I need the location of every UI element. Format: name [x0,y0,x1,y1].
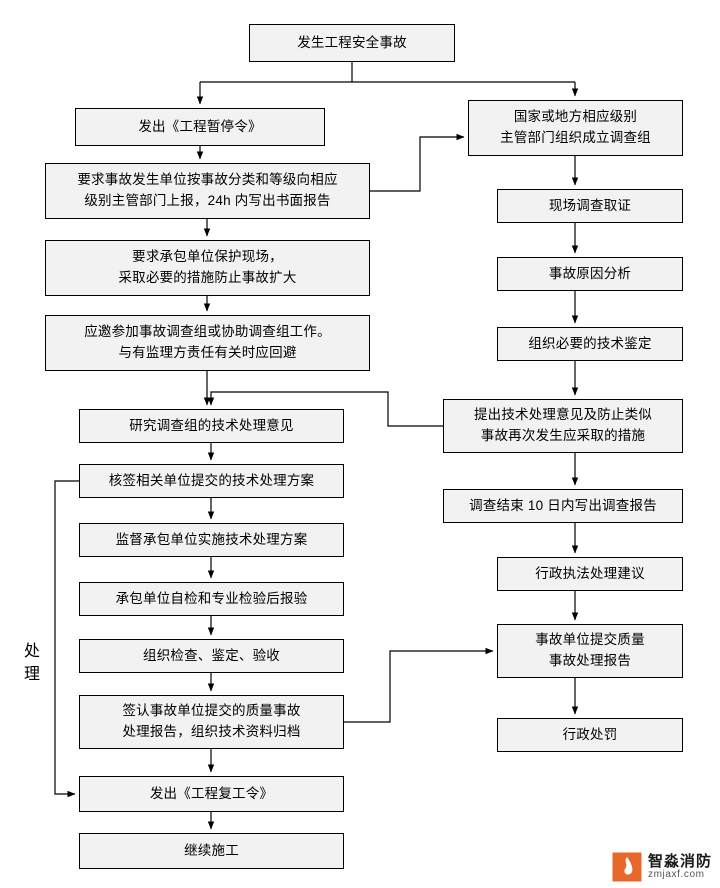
node-text: 现场调查取证 [548,197,632,213]
node-contractor-self-inspection: 承包单位自检和专业检验后报验 [79,582,344,616]
node-text: 签认事故单位提交的质量事故 处理报告，组织技术资料归档 [122,703,301,739]
node-join-investigation-group: 应邀参加事故调查组或协助调查组工作。 与有监理方责任有关时应回避 [45,315,370,371]
watermark: 智淼消防 zmjaxf.com [612,852,712,882]
node-text: 发生工程安全事故 [297,34,407,50]
watermark-subtitle: zmjaxf.com [647,868,705,880]
node-issue-resumption-order: 发出《工程复工令》 [79,776,344,812]
node-text: 国家或地方相应级别 主管部门组织成立调查组 [500,109,651,145]
node-report-to-authority: 要求事故发生单位按事故分类和等级向相应 级别主管部门上报，24h 内写出书面报告 [45,163,370,219]
node-text: 发出《工程复工令》 [149,785,274,801]
node-enforcement-suggestion: 行政执法处理建议 [497,557,683,591]
watermark-logo-icon [612,852,642,882]
node-continue-construction: 继续施工 [79,833,344,869]
node-text: 行政执法处理建议 [535,565,645,581]
node-text: 继续施工 [184,842,239,858]
side-label-processing: 处 理 [23,643,40,684]
node-cause-analysis: 事故原因分析 [497,257,683,291]
node-text: 承包单位自检和专业检验后报验 [115,590,308,606]
node-text: 组织检查、鉴定、验收 [143,647,280,663]
node-protect-site: 要求承包单位保护现场， 采取必要的措施防止事故扩大 [45,240,370,296]
node-text: 事故原因分析 [548,265,632,281]
node-site-investigation: 现场调查取证 [497,189,683,223]
watermark-text: 智淼消防 zmjaxf.com [648,854,712,880]
node-issue-suspension-order: 发出《工程暂停令》 [75,108,325,146]
node-text: 要求承包单位保护现场， 采取必要的措施防止事故扩大 [118,249,297,285]
node-text: 组织必要的技术鉴定 [528,335,652,351]
node-text: 调查结束 10 日内写出调查报告 [469,497,657,513]
node-administrative-penalty: 行政处罚 [497,718,683,752]
node-text: 事故单位提交质量 事故处理报告 [535,632,645,668]
watermark-title: 智淼消防 [647,852,712,870]
node-text: 应邀参加事故调查组或协助调查组工作。 与有监理方责任有关时应回避 [84,324,331,360]
node-accident-occurs: 发生工程安全事故 [249,24,455,62]
node-study-technical-opinion: 研究调查组的技术处理意见 [79,409,344,443]
node-text: 提出技术处理意见及防止类似 事故再次发生应采取的措施 [473,407,653,443]
node-text: 研究调查组的技术处理意见 [129,417,294,433]
node-text: 监督承包单位实施技术处理方案 [115,531,308,547]
node-countersign-technical-plan: 核签相关单位提交的技术处理方案 [79,464,344,498]
node-investigation-report: 调查结束 10 日内写出调查报告 [443,489,683,523]
node-organize-inspection-acceptance: 组织检查、鉴定、验收 [79,639,344,673]
node-supervise-implementation: 监督承包单位实施技术处理方案 [79,523,344,557]
node-text: 行政处罚 [562,726,618,742]
node-text: 发出《工程暂停令》 [138,118,262,134]
node-propose-measures: 提出技术处理意见及防止类似 事故再次发生应采取的措施 [443,399,683,453]
node-establish-investigation-group: 国家或地方相应级别 主管部门组织成立调查组 [468,100,683,156]
node-text: 核签相关单位提交的技术处理方案 [108,472,315,488]
node-submit-quality-report: 事故单位提交质量 事故处理报告 [497,624,683,678]
node-sign-quality-report: 签认事故单位提交的质量事故 处理报告，组织技术资料归档 [79,695,344,749]
node-technical-appraisal: 组织必要的技术鉴定 [497,327,683,361]
node-text: 要求事故发生单位按事故分类和等级向相应 级别主管部门上报，24h 内写出书面报告 [77,172,338,208]
